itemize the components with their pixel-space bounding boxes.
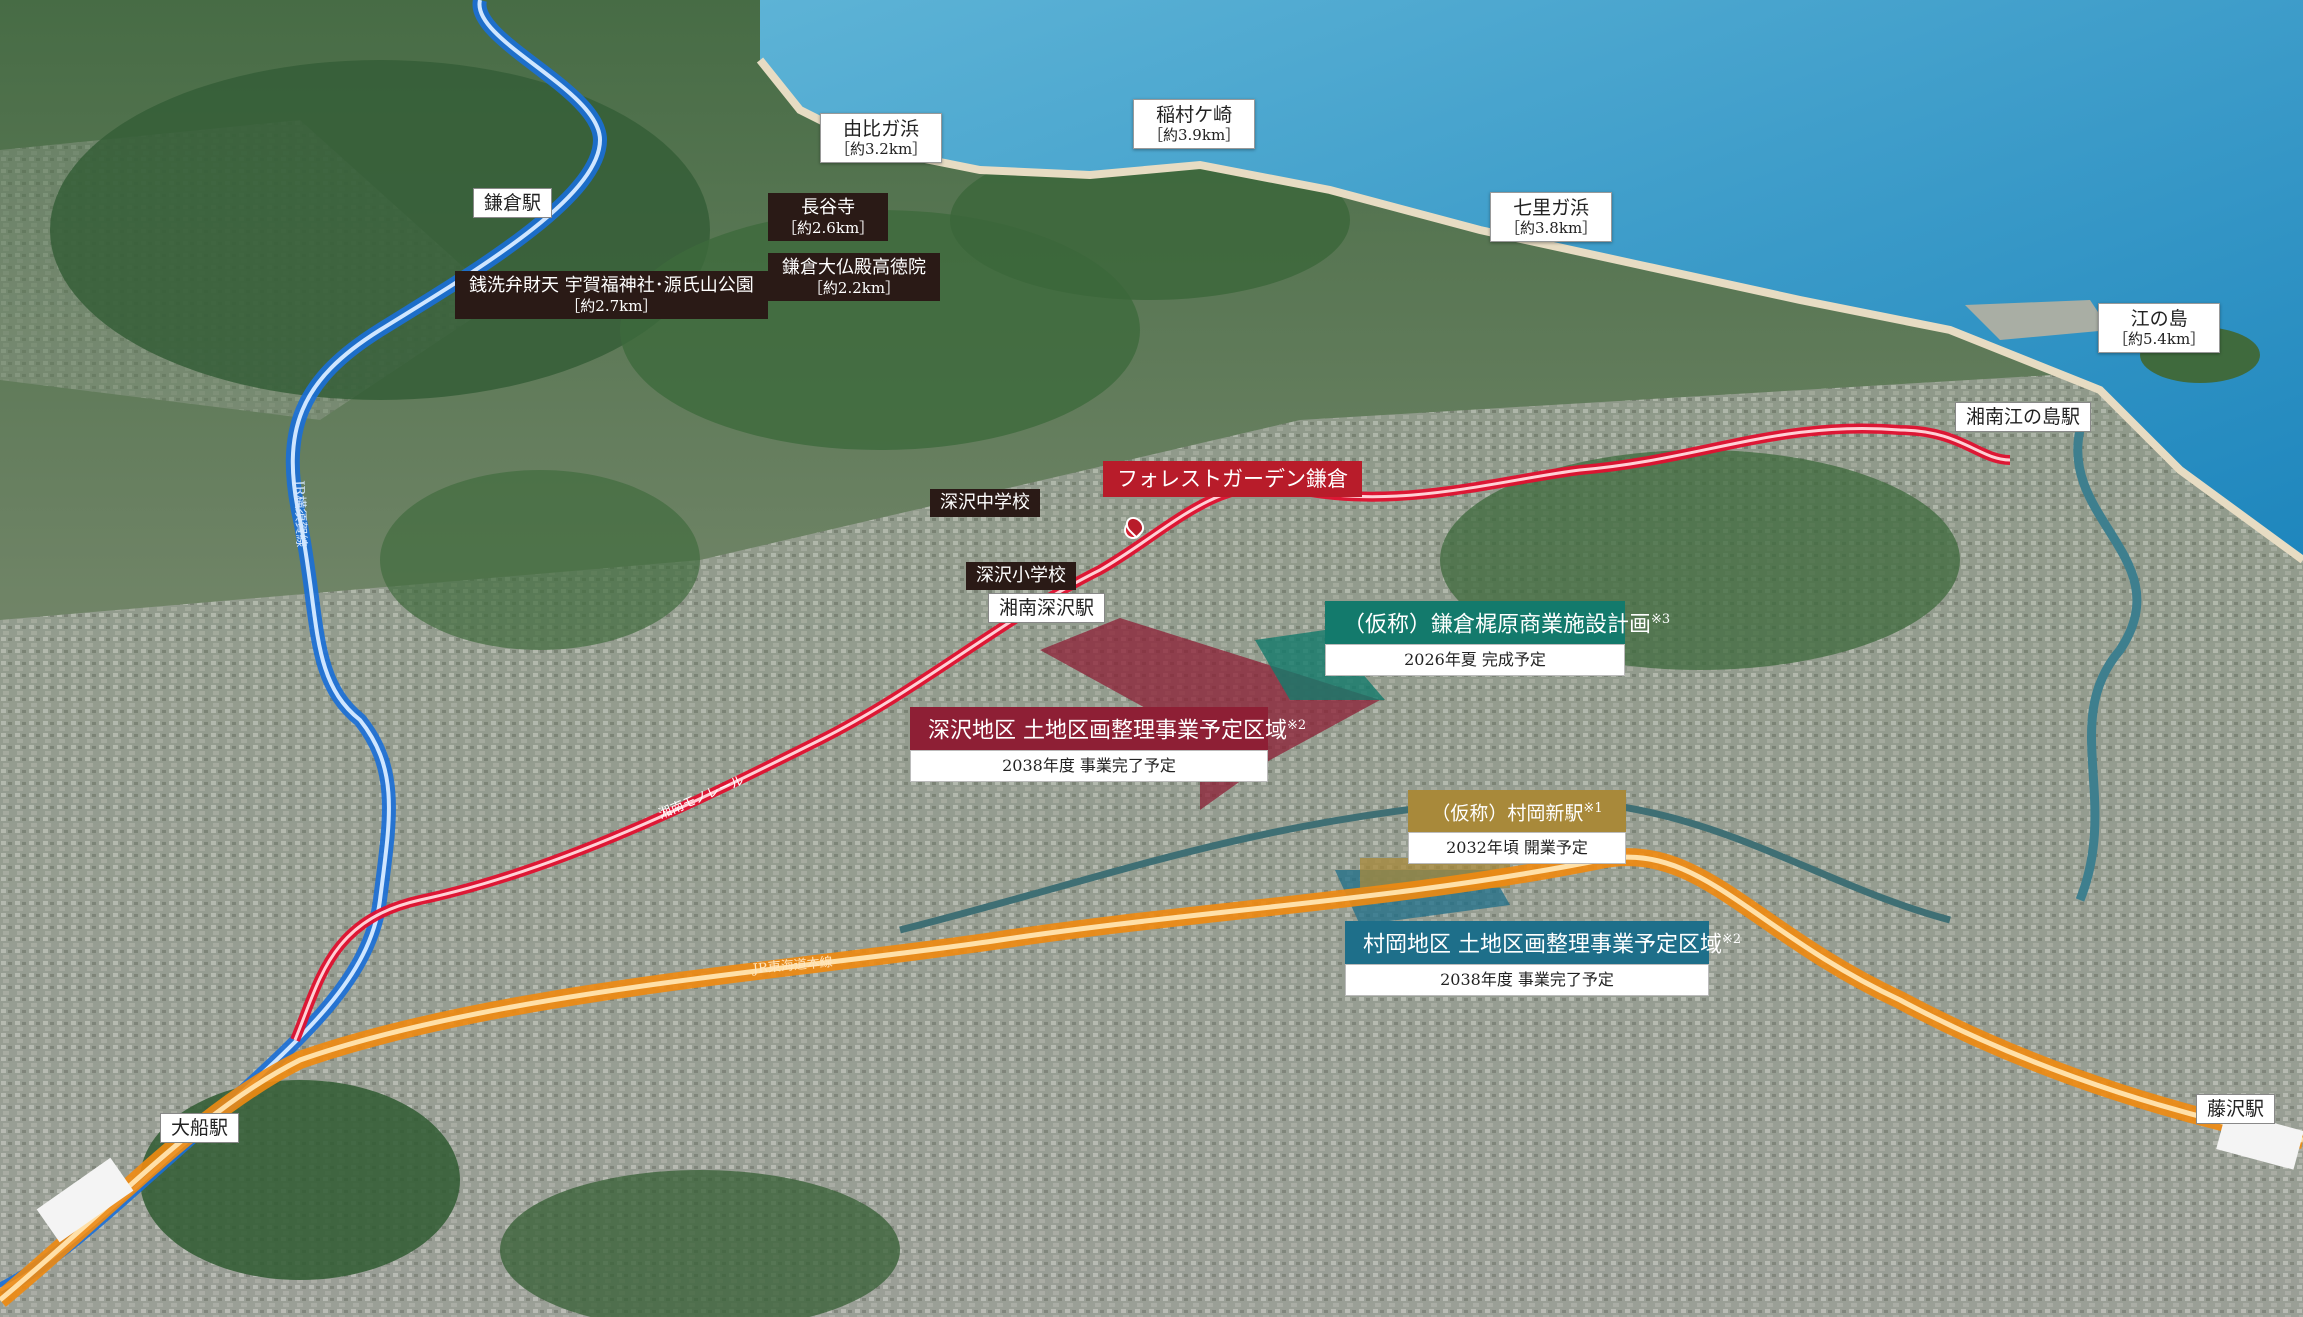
landmark-name: 銭洗弁財天 宇賀福神社･源氏山公園: [469, 275, 754, 296]
landmark-distance: ［約2.7km］: [565, 297, 658, 315]
landmark-zeniarai: 銭洗弁財天 宇賀福神社･源氏山公園 ［約2.7km］: [455, 271, 768, 319]
school-fukasawa-jhs: 深沢中学校: [930, 489, 1040, 517]
project-title-text: （仮称）村岡新駅: [1431, 802, 1584, 825]
landmark-name: 鎌倉大仏殿高徳院: [782, 257, 926, 278]
school-fukasawa-es: 深沢小学校: [966, 562, 1076, 590]
project-kajiwara-panel: （仮称）鎌倉梶原商業施設計画※3 2026年夏 完成予定: [1325, 601, 1670, 677]
project-schedule: 2038年度 事業完了予定: [1345, 964, 1709, 997]
landmark-distance: ［約5.4km］: [2113, 330, 2206, 348]
landmark-daibutsu: 鎌倉大仏殿高徳院 ［約2.2km］: [768, 253, 940, 301]
project-muraoka-panel: 村岡地区 土地区画整理事業予定区域※2 2038年度 事業完了予定: [1345, 921, 1741, 997]
project-title-text: （仮称）鎌倉梶原商業施設計画: [1343, 612, 1652, 638]
project-title: 深沢地区 土地区画整理事業予定区域※2: [910, 707, 1306, 751]
project-schedule: 2026年夏 完成予定: [1325, 644, 1625, 677]
project-note: ※1: [1583, 801, 1603, 816]
station-fujisawa: 藤沢駅: [2196, 1094, 2276, 1124]
station-shonan-fukasawa: 湘南深沢駅: [988, 593, 1106, 623]
kajiwara-project-area: [1255, 630, 1385, 700]
fujisawa-station-marker: [2216, 1110, 2303, 1170]
property-label: フォレストガーデン鎌倉: [1103, 461, 1362, 497]
landmark-distance: ［約2.2km］: [807, 279, 901, 297]
project-note: ※2: [1287, 718, 1307, 733]
landmark-name: 由比ガ浜: [843, 118, 920, 140]
project-note: ※3: [1651, 612, 1671, 627]
landmark-yuigahama: 由比ガ浜 ［約3.2km］: [820, 113, 943, 163]
landmark-inamuragasaki: 稲村ケ崎 ［約3.9km］: [1133, 99, 1256, 149]
hill-forest: [500, 1170, 900, 1317]
project-title: （仮称）村岡新駅※1: [1408, 790, 1626, 833]
yokosuka-line-label: JR横須賀線: [291, 480, 309, 548]
river: [2073, 429, 2142, 902]
project-fukasawa-panel: 深沢地区 土地区画整理事業予定区域※2 2038年度 事業完了予定: [910, 707, 1306, 783]
tokaido-line-glow: [0, 854, 2303, 1302]
landmark-name: 稲村ケ崎: [1156, 104, 1233, 126]
project-title: 村岡地区 土地区画整理事業予定区域※2: [1345, 921, 1741, 965]
project-title: （仮称）鎌倉梶原商業施設計画※3: [1325, 601, 1670, 645]
landmark-distance: ［約3.9km］: [1148, 126, 1241, 144]
monorail-line-glow: [293, 426, 2011, 1041]
landmark-shichirigahama: 七里ガ浜 ［約3.8km］: [1490, 192, 1613, 242]
landmark-distance: ［約2.6km］: [782, 219, 875, 237]
landmark-name: 江の島: [2130, 308, 2188, 330]
project-note: ※2: [1722, 932, 1742, 947]
harbor: [1965, 300, 2110, 340]
ofuna-station-marker: [36, 1157, 134, 1243]
landmark-distance: ［約3.2km］: [835, 140, 928, 158]
landmark-name: 長谷寺: [801, 197, 856, 218]
project-schedule: 2038年度 事業完了予定: [910, 750, 1268, 783]
landmark-distance: ［約3.8km］: [1505, 219, 1598, 237]
project-muraoka-station-panel: （仮称）村岡新駅※1 2032年頃 開業予定: [1408, 790, 1626, 865]
project-title-text: 村岡地区 土地区画整理事業予定区域: [1363, 932, 1722, 958]
hill-forest: [140, 1080, 460, 1280]
landmark-hasedera: 長谷寺 ［約2.6km］: [768, 193, 889, 241]
station-ofuna: 大船駅: [160, 1113, 240, 1143]
landmark-enoshima: 江の島 ［約5.4km］: [2098, 303, 2221, 353]
hill-forest: [380, 470, 700, 650]
station-shonan-enoshima: 湘南江の島駅: [1955, 402, 2092, 432]
landmark-name: 七里ガ浜: [1513, 197, 1590, 219]
station-kamakura: 鎌倉駅: [473, 188, 553, 218]
project-schedule: 2032年頃 開業予定: [1408, 832, 1626, 865]
project-title-text: 深沢地区 土地区画整理事業予定区域: [928, 718, 1287, 744]
hill-forest: [50, 60, 710, 400]
hill-forest: [950, 140, 1350, 300]
